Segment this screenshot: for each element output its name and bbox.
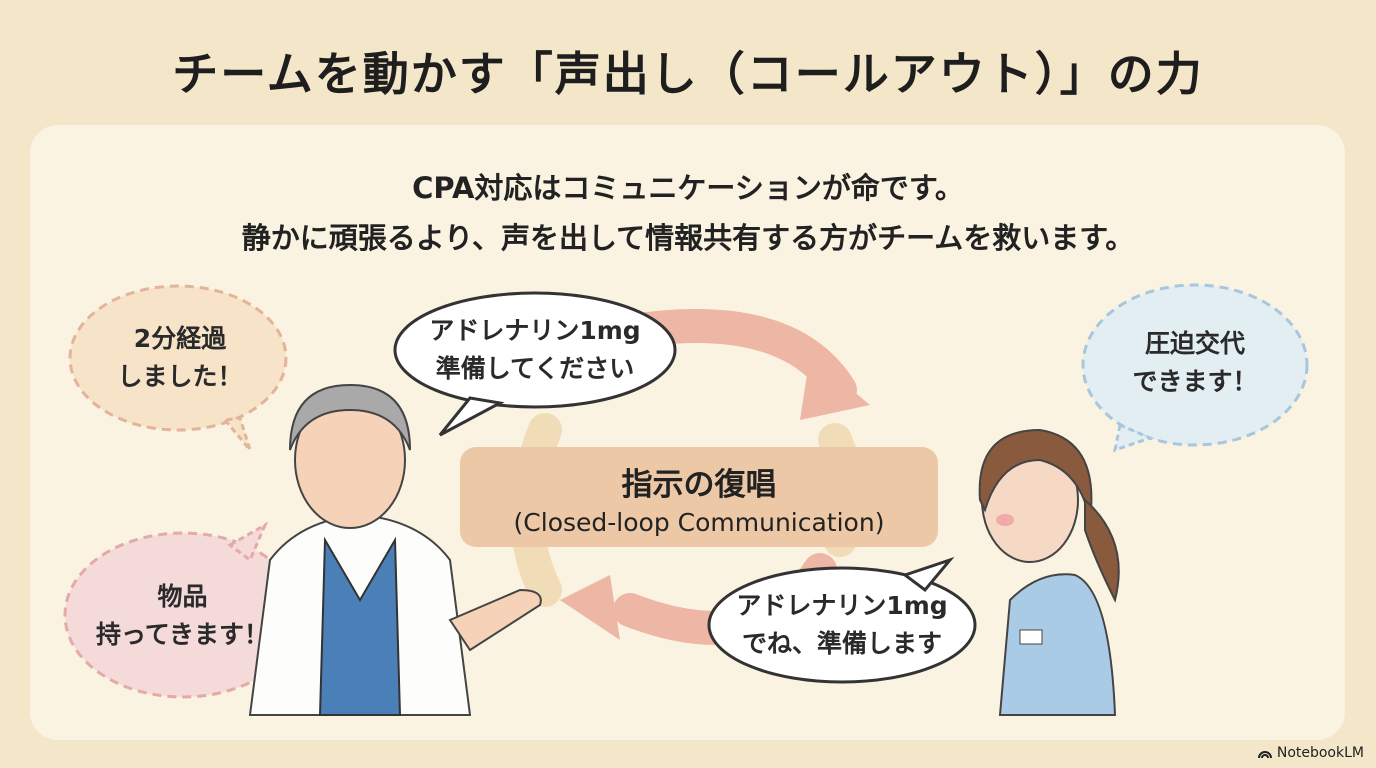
bubble-supplies-line-1: 物品 xyxy=(157,582,208,611)
bubble-time-line-2: しました！ xyxy=(117,362,243,391)
nurse-figure xyxy=(978,428,1120,716)
subtitle-line-2: 静かに頑張るより、声を出して情報共有する方がチームを救います。 xyxy=(241,221,1135,255)
bubble-compression-line-1: 圧迫交代 xyxy=(1144,329,1245,358)
bubble-supplies-text: 物品 持ってきます！ xyxy=(75,578,290,654)
bubble-order xyxy=(393,291,677,437)
bubble-supplies-line-2: 持ってきます！ xyxy=(95,620,269,649)
bubble-time-line-1: 2分経過 xyxy=(133,324,227,353)
bubble-readback-line-1: アドレナリン1mg xyxy=(736,591,948,620)
doctor-figure xyxy=(248,383,542,716)
closed-loop-subheading: (Closed-loop Communication) xyxy=(513,508,885,537)
bubble-readback xyxy=(707,556,977,684)
bubble-order-line-1: アドレナリン1mg xyxy=(429,316,641,345)
closed-loop-box: 指示の復唱 (Closed-loop Communication) xyxy=(460,447,938,547)
notebooklm-watermark: NotebookLM xyxy=(1257,745,1364,761)
arrow-head-top xyxy=(800,355,870,420)
bubble-time-text: 2分経過 しました！ xyxy=(85,320,275,396)
bubble-compression-text: 圧迫交代 できます！ xyxy=(1095,325,1295,401)
brand-label: NotebookLM xyxy=(1276,745,1364,761)
arrow-head-bottom xyxy=(560,575,620,640)
bubble-order-line-2: 準備してください xyxy=(435,354,635,383)
bubble-compression xyxy=(1081,283,1309,453)
slide-title: チームを動かす「声出し（コールアウト）」の力 xyxy=(172,47,1204,101)
bubble-order-text: アドレナリン1mg 準備してください xyxy=(400,312,670,388)
bubble-readback-line-2: でね、準備します xyxy=(741,629,942,658)
notebooklm-logo-icon xyxy=(1257,751,1272,759)
bubble-compression-line-2: できます！ xyxy=(1132,367,1258,396)
bubble-readback-text: アドレナリン1mg でね、準備します xyxy=(712,587,972,663)
closed-loop-heading: 指示の復唱 xyxy=(621,467,777,503)
bubble-time xyxy=(68,284,288,451)
name-badge xyxy=(1019,629,1043,645)
subtitle-line-1: CPA対応はコミュニケーションが命です。 xyxy=(412,171,964,205)
